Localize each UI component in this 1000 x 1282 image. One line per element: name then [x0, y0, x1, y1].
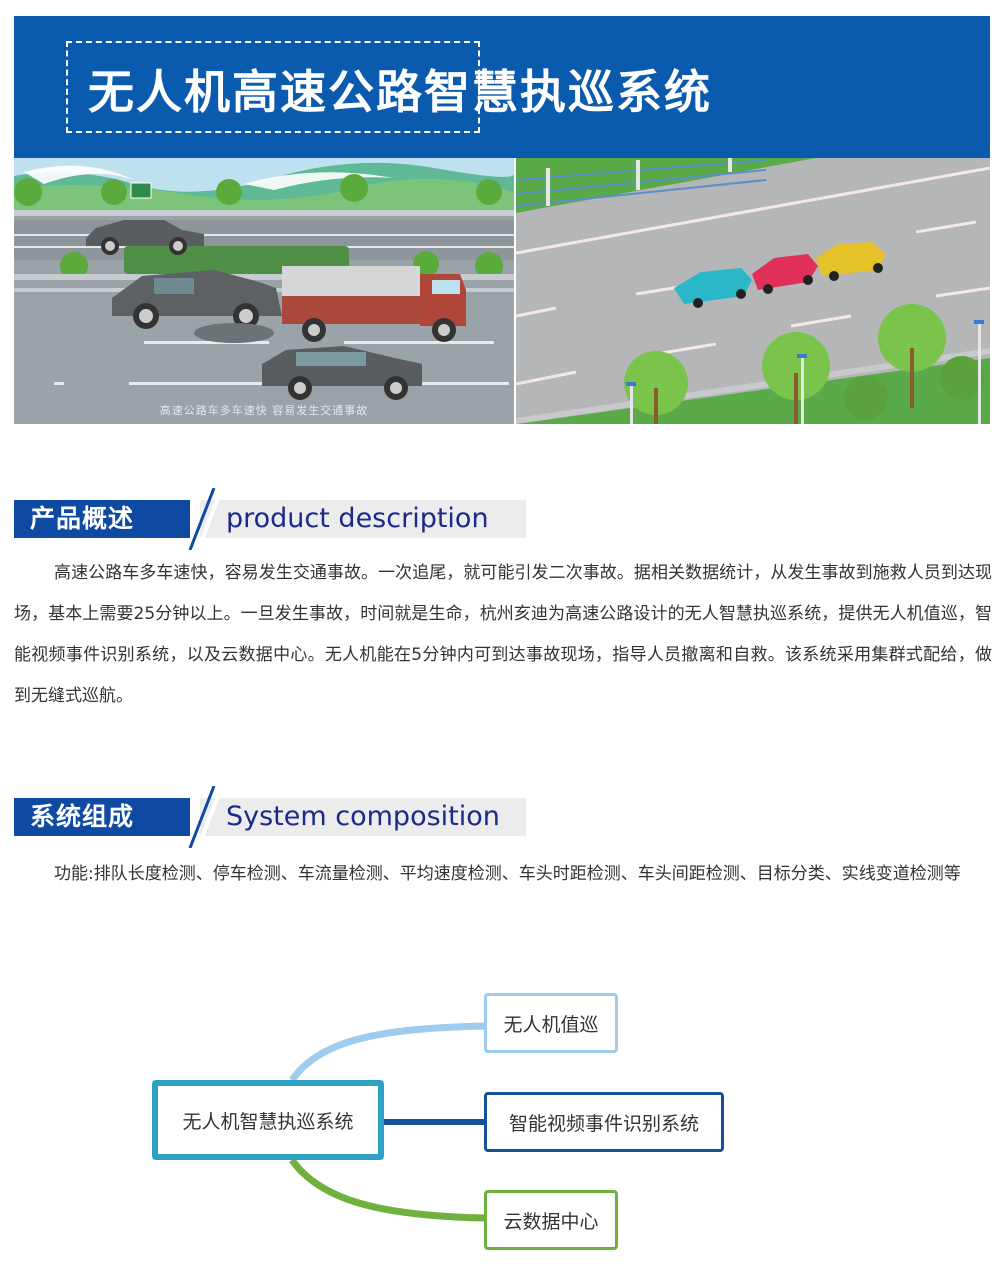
section-title-en: product description	[226, 503, 489, 534]
accident-illustration-left: 高速公路车多车速快 容易发生交通事故	[14, 158, 514, 424]
illustration-caption: 高速公路车多车速快 容易发生交通事故	[159, 404, 369, 417]
mindmap-node-video-event-recognition: 智能视频事件识别系统	[484, 1092, 724, 1152]
accident-illustration-right	[516, 158, 990, 424]
mindmap-node-drone-patrol: 无人机值巡	[484, 993, 618, 1053]
section-title-cn: 产品概述	[14, 500, 190, 538]
slash-divider-icon	[188, 488, 222, 550]
dashed-frame	[66, 41, 480, 133]
section-title-en: System composition	[226, 801, 500, 832]
mindmap-root-node: 无人机智慧执巡系统	[152, 1080, 384, 1160]
mindmap-node-cloud-data-center: 云数据中心	[484, 1190, 618, 1250]
title-banner: 无人机高速公路智慧执巡系统	[14, 16, 990, 158]
product-description-paragraph: 高速公路车多车速快，容易发生交通事故。一次追尾，就可能引发二次事故。据相关数据统…	[14, 563, 992, 706]
mindmap-connectors	[289, 1022, 487, 1222]
section-title-cn: 系统组成	[14, 798, 190, 836]
function-list-paragraph: 功能:排队长度检测、停车检测、车流量检测、平均速度检测、车头时距检测、车头间距检…	[54, 864, 961, 884]
page-title: 无人机高速公路智慧执巡系统	[88, 65, 712, 119]
slash-divider-icon	[188, 786, 222, 848]
